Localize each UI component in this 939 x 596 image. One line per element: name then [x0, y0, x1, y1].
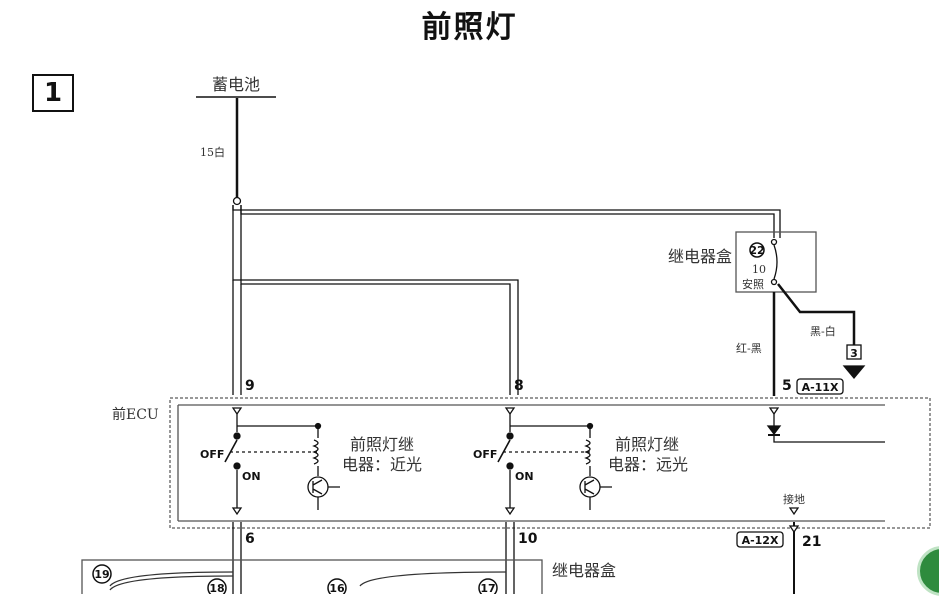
switch-left: [224, 439, 238, 463]
wire-to-pin-8: [232, 205, 519, 395]
conn-18-label: 18: [209, 582, 224, 594]
wire-black-white: [777, 283, 856, 345]
ground-3-box: [846, 344, 862, 360]
pin-10-label: 10: [518, 531, 538, 547]
relay-box-fuse: 安照: [742, 277, 764, 291]
coil-high: [584, 426, 591, 476]
diode: [766, 425, 782, 436]
on-right-label: ON: [515, 470, 534, 483]
page-number-box: 1: [32, 74, 74, 112]
ecu-border: [169, 397, 931, 529]
conn-19-label: 19: [94, 568, 109, 581]
pin-9-label: 9: [245, 378, 255, 394]
conn-17-label: 17: [480, 582, 495, 594]
relay-box-pin: 10: [752, 263, 766, 276]
wire-black-white-label: 黑-白: [810, 324, 836, 338]
page-title: 前照灯: [421, 10, 518, 45]
wire-to-relay-box: [232, 205, 781, 238]
pin-6-label: 6: [245, 531, 255, 547]
conn-a11x-label: A-11X: [802, 381, 839, 394]
ground-3-label: 3: [850, 347, 858, 360]
switch-right: [497, 439, 511, 463]
wire-to-pin-9: [232, 280, 242, 395]
off-left-label: OFF: [200, 448, 224, 461]
ground-3-symbol: [842, 365, 866, 380]
front-ecu-label: 前ECU: [112, 406, 159, 423]
relay-box-bottom: [81, 559, 543, 594]
low-relay-line1: 前照灯继: [350, 435, 414, 454]
conn-16-label: 16: [329, 582, 345, 594]
transistor-low: [307, 476, 329, 498]
wire-15-label: 15白: [200, 145, 225, 159]
relay-box-top: [735, 231, 817, 293]
pin-5-label: 5: [782, 378, 792, 394]
ground-label: 接地: [783, 493, 805, 506]
battery-label: 蓄电池: [212, 75, 260, 94]
wire-pin-10: [505, 522, 515, 594]
off-right-label: OFF: [473, 448, 497, 461]
high-relay-line2: 电器：远光: [608, 455, 688, 474]
relay-box-fuse-symbol: [773, 244, 778, 280]
pin-8-label: 8: [514, 378, 524, 394]
pin-21-label: 21: [802, 534, 821, 550]
wire-pin-6: [232, 522, 242, 594]
relay-box-bottom-label: 继电器盒: [552, 561, 616, 580]
relay-box-top-label: 继电器盒: [668, 247, 732, 266]
relay-box-connector: 22: [749, 244, 764, 257]
low-relay-line2: 电器：近光: [342, 455, 422, 474]
high-relay-line1: 前照灯继: [615, 435, 679, 454]
conn-a12x-label: A-12X: [742, 534, 779, 547]
coil-low: [312, 426, 319, 476]
transistor-high: [579, 476, 601, 498]
on-left-label: ON: [242, 470, 261, 483]
junction-top: [232, 196, 242, 206]
wire-red-black-label: 红-黑: [736, 342, 762, 355]
